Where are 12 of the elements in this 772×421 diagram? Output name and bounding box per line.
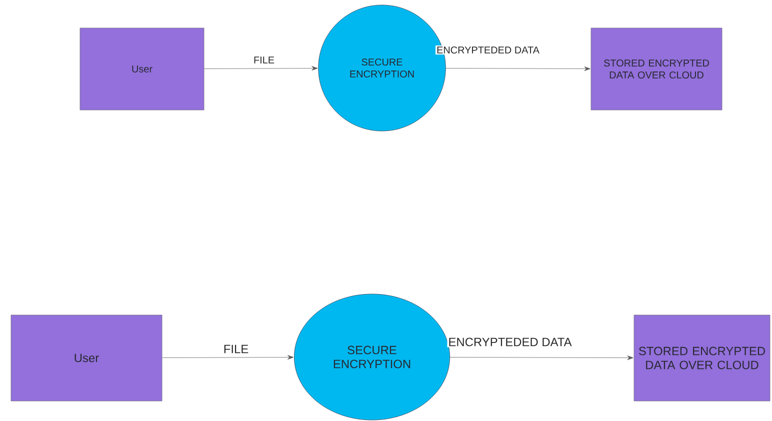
- arrow: [162, 355, 294, 360]
- process-box: STORED ENCRYPTED DATA OVER CLOUD: [634, 314, 770, 402]
- edge-label: ENCRYPTEDED DATA: [447, 336, 573, 348]
- edge-label: FILE: [222, 344, 250, 354]
- process-box: User: [10, 314, 162, 402]
- arrow: [204, 66, 318, 71]
- arrow: [446, 66, 590, 71]
- edge-label: ENCRYPTEDED DATA: [436, 45, 540, 55]
- process-box: STORED ENCRYPTED DATA OVER CLOUD: [590, 28, 722, 110]
- process-box: User: [80, 28, 204, 110]
- arrow: [450, 356, 634, 360]
- edge-label: FILE: [252, 56, 276, 64]
